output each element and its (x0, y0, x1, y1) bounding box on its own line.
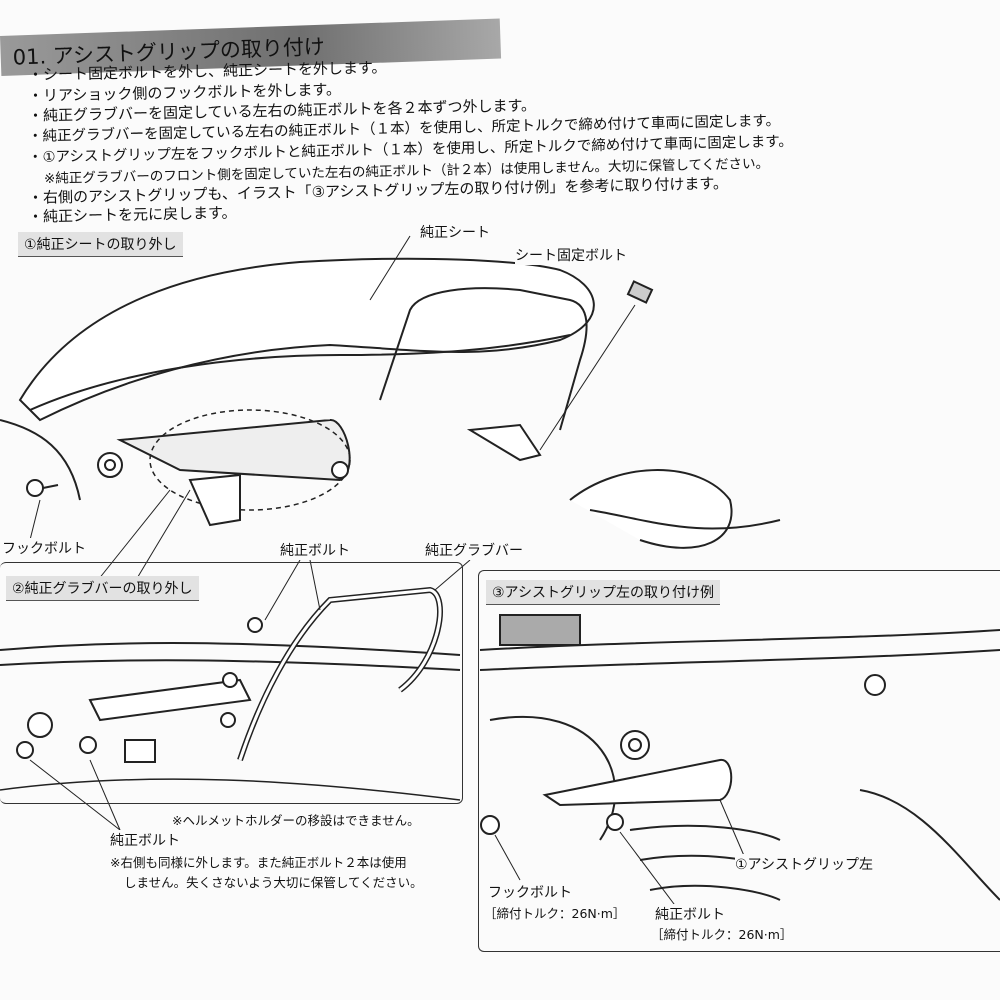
panel-3-frame (478, 570, 1000, 952)
oem-bolt-torque: ［締付トルク：26N·m］ (651, 927, 793, 942)
assist-grip-illustration (479, 614, 1000, 913)
section-1-heading: ①純正シートの取り外し (18, 232, 183, 257)
oem-bolt-note-2: しません。失くさないよう大切に保管してください。 (124, 875, 423, 890)
label-oem-bolt-bottom: 純正ボルト (110, 830, 180, 850)
section-3-heading: ③アシストグリップ左の取り付け例 (486, 580, 720, 605)
label-grab-bar: 純正グラブバー (425, 540, 523, 560)
label-hook-bolt: フックボルト (2, 538, 86, 558)
section-2-heading: ②純正グラブバーの取り外し (6, 576, 199, 601)
panel-2-frame (0, 562, 463, 804)
label-oem-bolt-top: 純正ボルト (280, 540, 350, 560)
grab-bar-illustration (0, 559, 471, 831)
label-hook-bolt-3: フックボルト (488, 882, 572, 902)
seat-illustration (0, 235, 781, 591)
hook-bolt-torque: ［締付トルク：26N·m］ (484, 906, 626, 921)
label-assist-grip-left: ①アシストグリップ左 (735, 854, 873, 874)
oem-bolt-note-1: ※右側も同様に外します。また純正ボルト２本は使用 (110, 855, 407, 870)
helmet-holder-note: ※ヘルメットホルダーの移設はできません。 (172, 813, 420, 828)
label-oem-bolt-3: 純正ボルト (655, 904, 725, 924)
label-seat: 純正シート (420, 222, 490, 242)
label-seat-bolt: シート固定ボルト (515, 245, 627, 265)
